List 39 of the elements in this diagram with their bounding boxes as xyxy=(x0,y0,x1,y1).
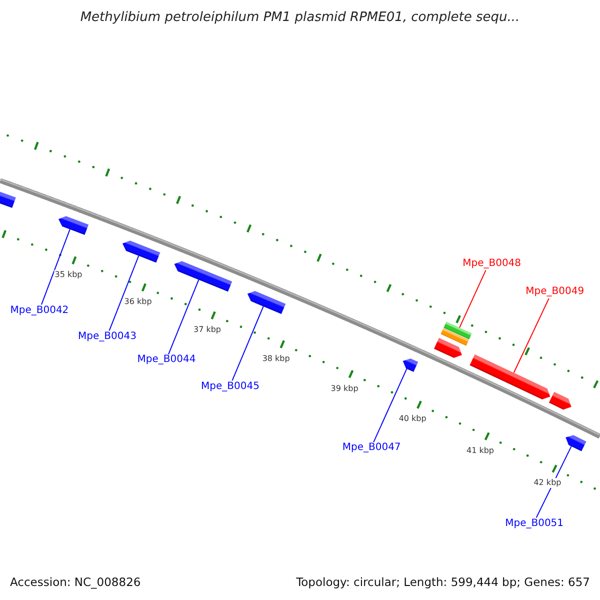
gene-feature xyxy=(434,338,462,358)
gene-label: Mpe_B0051 xyxy=(505,518,564,530)
gene-feature xyxy=(58,216,89,235)
scale-label: 35 kbp xyxy=(54,270,82,280)
leader-line xyxy=(373,368,408,443)
gene-feature xyxy=(174,261,232,292)
leader-line xyxy=(536,446,572,518)
gene-feature xyxy=(548,392,572,410)
scale-label: 38 kbp xyxy=(262,354,290,364)
gene-label: Mpe_B0043 xyxy=(78,330,136,343)
scale-label: 40 kbp xyxy=(398,414,426,424)
scale-label: 42 kbp xyxy=(534,478,562,488)
scale-label: 37 kbp xyxy=(194,325,221,336)
scale-label: 39 kbp xyxy=(330,384,358,394)
gene-feature xyxy=(402,358,418,372)
leader-line xyxy=(168,279,200,355)
scale-label: 36 kbp xyxy=(124,297,152,308)
gene-feature xyxy=(247,291,286,314)
gene-feature xyxy=(566,435,586,452)
leader-line xyxy=(108,255,140,332)
gene-label: Mpe_B0042 xyxy=(10,304,69,317)
leader-line xyxy=(459,270,486,328)
diagram-title: Methylibium petroleiphilum PM1 plasmid RPME01, complete sequ... xyxy=(80,10,520,25)
leader-line xyxy=(232,306,264,382)
gene-label: Mpe_B0048 xyxy=(462,258,522,270)
genome-summary-label: Topology: circular; Length: 599,444 bp; Genes: 657 xyxy=(296,575,590,589)
feature-bar xyxy=(444,322,472,340)
gene-feature xyxy=(470,354,550,400)
gene-label: Mpe_B0045 xyxy=(201,380,260,393)
leader-line xyxy=(40,228,70,306)
gene-feature xyxy=(122,240,160,263)
feature-bar xyxy=(440,328,469,346)
gene-label: Mpe_B0047 xyxy=(342,442,401,454)
gene-label: Mpe_B0044 xyxy=(137,354,196,366)
leader-line xyxy=(513,298,550,374)
gene-label: Mpe_B0049 xyxy=(526,286,584,298)
scale-label: 41 kbp xyxy=(466,446,494,456)
gene-feature xyxy=(0,192,16,208)
accession-label: Accession: NC_008826 xyxy=(10,575,141,589)
